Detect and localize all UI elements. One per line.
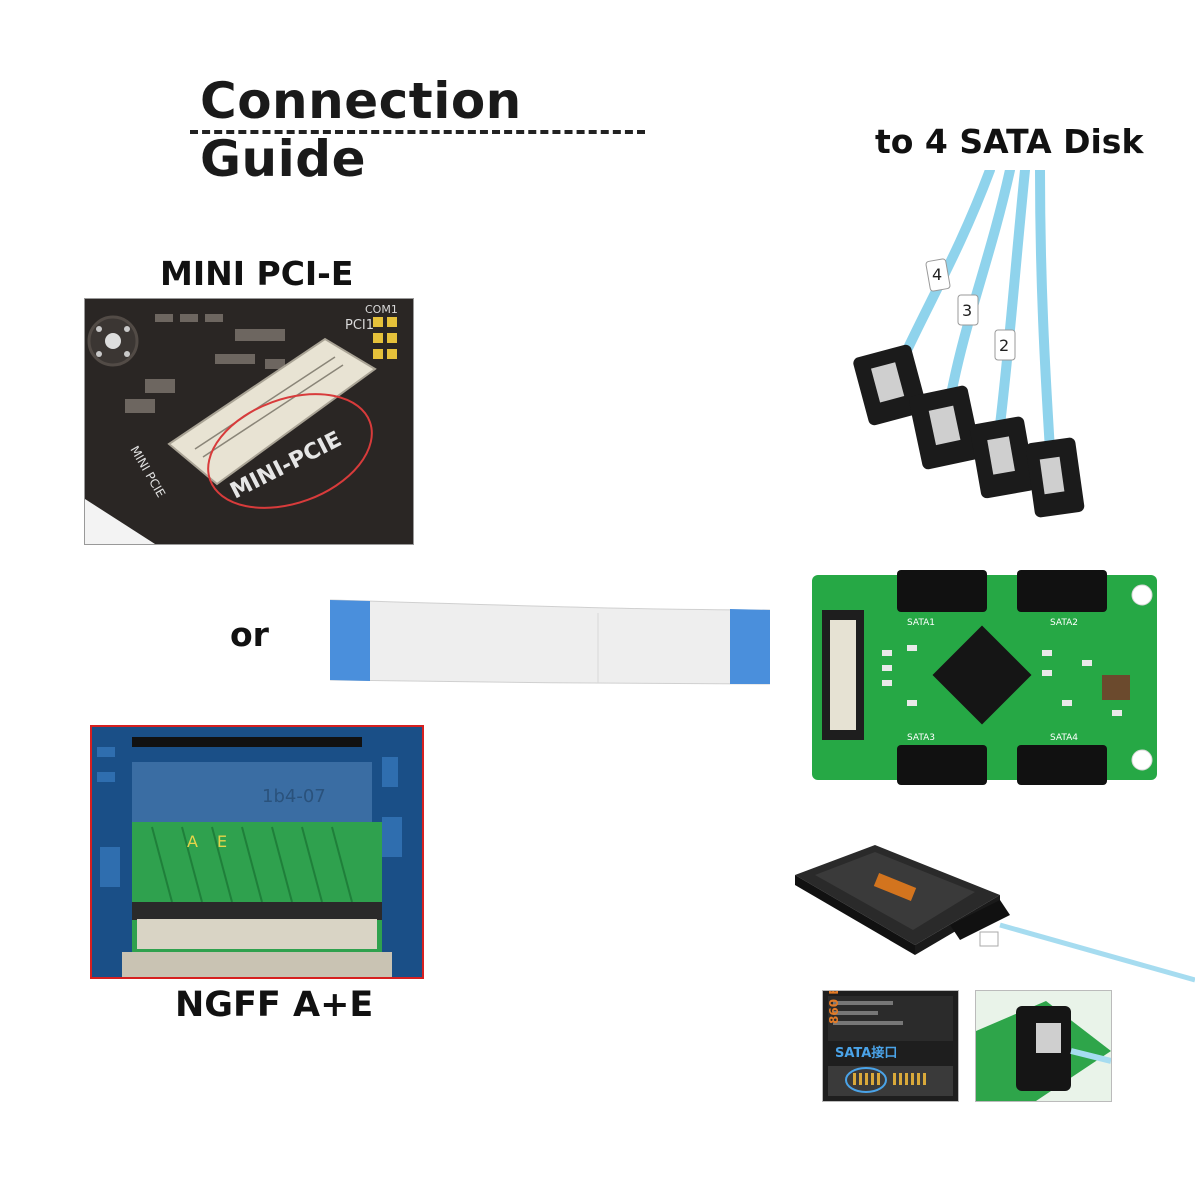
ngff-slot-photo: 1b4-07 A E <box>90 725 424 979</box>
mini-pcie-label: MINI PCI-E <box>160 254 354 293</box>
ngff-label: NGFF A+E <box>175 985 374 1025</box>
ffc-cable <box>329 598 771 686</box>
sata-adapter-board-photo: SATA1 SATA2 SATA3 SATA4 <box>812 570 1157 785</box>
ssd-connection-photo <box>795 840 1195 985</box>
tag-2: 2 <box>999 336 1009 355</box>
sata-target-label: to 4 SATA Disk <box>875 122 1144 161</box>
port-1-label: SATA1 <box>907 618 935 628</box>
tag-4: 4 <box>932 265 942 284</box>
mini-pcie-slot-photo: PCI1 COM1 MINI-PCIE MINI PCIE <box>84 298 414 545</box>
key-e-label: E <box>217 832 227 851</box>
port-4-label: SATA4 <box>1050 733 1078 743</box>
ssd-caption: SATA接口 <box>835 1045 897 1061</box>
com-label: COM1 <box>365 303 398 316</box>
ssd-detail-photo: 860 EVO SATA接口 <box>822 990 959 1102</box>
ssd-brand: 860 EVO <box>827 991 841 1024</box>
page-title: Connection Guide <box>200 72 522 188</box>
slot-label: PCI1 <box>345 318 374 333</box>
port-2-label: SATA2 <box>1050 618 1078 628</box>
title-underline <box>190 130 645 134</box>
key-a-label: A <box>187 832 198 851</box>
or-label: or <box>230 615 269 654</box>
svg-text:1b4-07: 1b4-07 <box>262 786 326 807</box>
port-3-label: SATA3 <box>907 733 935 743</box>
sata-cables-photo: 4 3 2 <box>840 170 1100 530</box>
tag-3: 3 <box>962 301 972 320</box>
connector-closeup-photo <box>975 990 1112 1102</box>
